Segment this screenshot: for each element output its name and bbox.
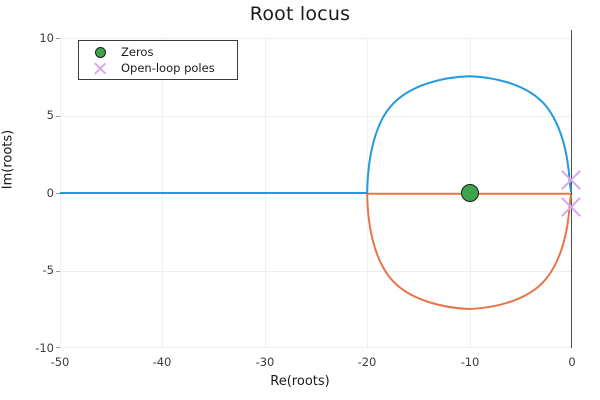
x-tick-label: 0 [568,355,576,369]
y-tick-mark [56,38,60,39]
circle-marker-icon [79,46,121,58]
y-tick-mark [56,270,60,272]
x-axis-title: Re(roots) [270,374,330,389]
locus-branch-2-arc [366,193,572,311]
x-tick-label: -30 [255,355,275,369]
y-tick-label: 10 [39,31,54,45]
legend-entry-poles: Open-loop poles [79,59,237,77]
pole-marker-upper [558,167,584,193]
y-tick-mark [56,115,60,117]
legend: Zeros Open-loop poles [78,40,238,80]
legend-label-poles: Open-loop poles [121,61,215,75]
y-tick-mark [56,347,60,348]
gridline-horizontal [60,347,572,348]
chart-title: Root locus [249,3,351,25]
y-tick-mark [56,193,60,194]
x-tick-label: -10 [460,355,480,369]
y-axis-title: Im(roots) [0,129,16,190]
y-tick-label: -10 [35,341,54,355]
legend-entry-zeros: Zeros [79,43,237,61]
y-tick-label: -5 [42,263,54,277]
y-tick-label: 0 [46,186,54,200]
locus-curves [60,75,572,311]
legend-label-zeros: Zeros [121,45,154,59]
zero-marker [460,184,479,202]
x-marker-icon [79,61,121,76]
gridline-horizontal [60,115,572,117]
gridline-horizontal [60,38,572,39]
plot-area [56,30,573,348]
pole-marker-lower [558,194,584,220]
x-tick-label: -20 [357,355,377,369]
x-tick-label: -40 [152,355,172,369]
gridline-horizontal [60,270,572,272]
y-tick-label: 5 [46,108,54,122]
x-tick-label: -50 [50,355,70,369]
locus-branch-1-arc [366,75,572,194]
